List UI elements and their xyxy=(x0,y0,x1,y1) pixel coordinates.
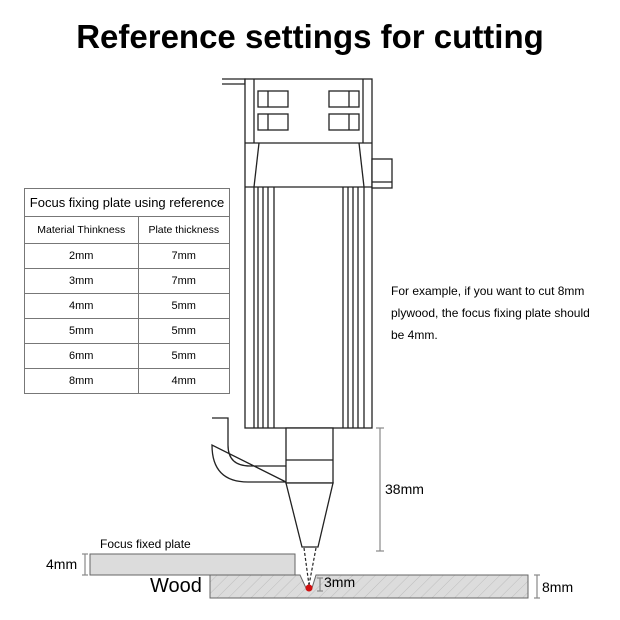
wood-label: Wood xyxy=(150,575,202,597)
page-title: Reference settings for cutting xyxy=(76,18,544,55)
cell: 4mm xyxy=(24,293,139,319)
dimension-lines xyxy=(82,427,540,599)
cell: 4mm xyxy=(137,368,231,394)
cell: 3mm xyxy=(24,268,139,294)
cell: 7mm xyxy=(137,268,231,294)
header-plate: Plate thickness xyxy=(137,216,231,244)
header-material: Material Thinkness xyxy=(24,216,139,244)
cell: 7mm xyxy=(137,243,231,269)
cut-depth-label: 3mm xyxy=(324,574,356,590)
plate-thickness-label: 4mm xyxy=(46,556,78,572)
laser-beam xyxy=(303,547,317,586)
cooling-fins xyxy=(253,187,365,428)
reference-table: Focus fixing plate using reference Mater… xyxy=(24,188,231,394)
height-label: 38mm xyxy=(385,481,424,497)
cell: 5mm xyxy=(137,343,231,369)
cell: 2mm xyxy=(24,243,139,269)
wood-thickness-label: 8mm xyxy=(542,579,574,595)
cell: 8mm xyxy=(24,368,139,394)
cell: 5mm xyxy=(24,318,139,344)
cell: 5mm xyxy=(137,318,231,344)
cell: 5mm xyxy=(137,293,231,319)
example-note: For example, if you want to cut 8mm plyw… xyxy=(391,284,590,342)
laser-head xyxy=(211,78,393,548)
plate-label: Focus fixed plate xyxy=(100,537,191,551)
focus-point xyxy=(305,584,313,592)
focus-plate xyxy=(89,553,296,576)
wood-board xyxy=(209,574,529,599)
cell: 6mm xyxy=(24,343,139,369)
table-caption: Focus fixing plate using reference xyxy=(24,188,230,217)
